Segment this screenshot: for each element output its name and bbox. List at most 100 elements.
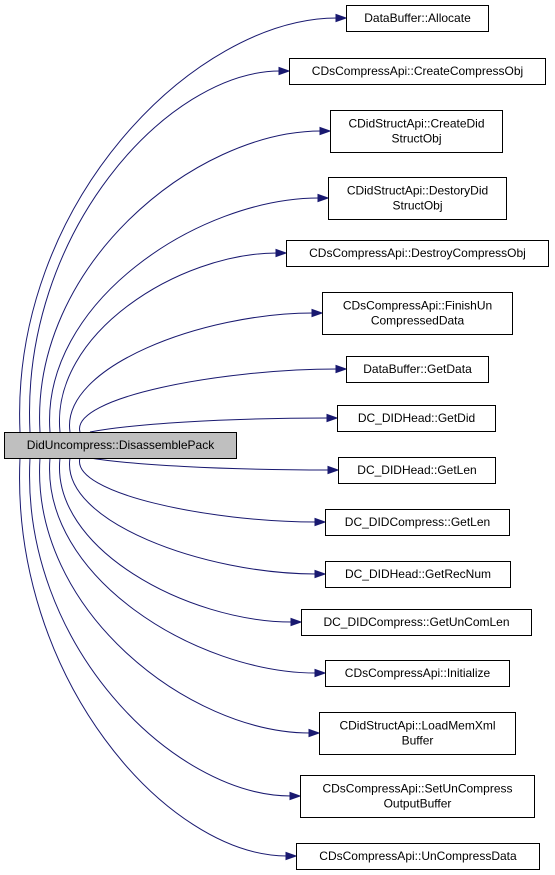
node-cdscompressapi-uncompressdata[interactable]: CDsCompressApi::UnCompressData <box>296 843 540 870</box>
edge-line <box>79 368 338 433</box>
edge-to-cdscompressapi-uncompressdata <box>19 457 298 861</box>
node-label: CDidStructApi::CreateDid <box>348 117 484 131</box>
node-label: CDsCompressApi::CreateCompressObj <box>312 64 523 78</box>
edge-line <box>89 457 330 471</box>
edge-line <box>69 457 317 575</box>
node-box <box>337 405 496 432</box>
node-label: CDsCompressApi::DestroyCompressObj <box>309 246 526 260</box>
node-label: CDsCompressApi::UnCompressData <box>319 849 517 863</box>
node-box <box>346 356 489 383</box>
edge-to-cdscompressapi-setuncompressoutputbuffer <box>29 457 302 801</box>
edge-to-databuffer-allocate <box>19 13 348 433</box>
node-label: CDsCompressApi::SetUnCompress <box>322 782 512 796</box>
node-box <box>300 775 535 818</box>
node-dc-didhead-getrecnum[interactable]: DC_DIDHead::GetRecNum <box>325 561 511 588</box>
edge-to-cdscompressapi-initialize <box>49 457 327 678</box>
arrowhead-icon <box>335 364 348 374</box>
edge-to-cdscompressapi-destroycompressobj <box>59 248 288 433</box>
node-label: OutputBuffer <box>384 797 452 811</box>
edge-to-cdscompressapi-finishuncompresseddata <box>69 308 324 433</box>
arrowhead-icon <box>314 569 327 579</box>
arrowhead-icon <box>314 517 327 527</box>
edge-line <box>89 417 329 433</box>
node-label: DC_DIDCompress::GetUnComLen <box>323 615 509 629</box>
node-label: DC_DIDCompress::GetLen <box>345 515 490 529</box>
node-box <box>319 712 516 755</box>
edge-to-dc-didhead-getrecnum <box>69 457 327 579</box>
edge-to-cdidstructapi-destorydidstructobj <box>49 193 330 433</box>
edge-to-dc-didcompress-getlen <box>79 457 327 527</box>
node-dc-didcompress-getlen[interactable]: DC_DIDCompress::GetLen <box>325 509 510 536</box>
node-dc-didhead-getlen[interactable]: DC_DIDHead::GetLen <box>338 457 496 484</box>
arrowhead-icon <box>326 413 339 423</box>
edge-line <box>49 197 320 433</box>
node-databuffer-allocate[interactable]: DataBuffer::Allocate <box>346 5 489 32</box>
node-label: Buffer <box>402 734 434 748</box>
node-box <box>325 509 510 536</box>
edge-line <box>79 457 317 523</box>
arrowhead-icon <box>290 617 303 627</box>
edge-line <box>29 70 281 433</box>
node-box <box>325 561 511 588</box>
node-label: CDsCompressApi::FinishUn <box>343 299 492 313</box>
node-label: StructObj <box>392 199 442 213</box>
node-box <box>338 457 496 484</box>
edge-line <box>59 252 278 433</box>
arrowhead-icon <box>327 465 340 475</box>
node-box <box>330 110 503 153</box>
node-box <box>322 292 513 335</box>
edge-line <box>29 457 292 797</box>
edge-to-dc-didhead-getlen <box>89 457 340 475</box>
arrowhead-icon <box>289 791 302 801</box>
node-cdscompressapi-setuncompressoutputbuffer[interactable]: CDsCompressApi::SetUnCompressOutputBuffe… <box>300 775 535 818</box>
edge-to-dc-didcompress-getuncomlen <box>59 457 303 627</box>
node-cdscompressapi-destroycompressobj[interactable]: CDsCompressApi::DestroyCompressObj <box>286 240 549 267</box>
edge-line <box>39 457 311 734</box>
node-box <box>286 240 549 267</box>
arrowhead-icon <box>311 308 324 318</box>
node-label: DataBuffer::GetData <box>363 362 472 376</box>
edge-line <box>59 457 293 623</box>
edge-line <box>49 457 317 674</box>
node-label: DC_DIDHead::GetDid <box>358 411 475 425</box>
arrowhead-icon <box>285 851 298 861</box>
arrowhead-icon <box>317 193 330 203</box>
node-label: CDidStructApi::DestoryDid <box>347 184 488 198</box>
node-label: DC_DIDHead::GetRecNum <box>345 567 491 581</box>
node-dc-didhead-getdid[interactable]: DC_DIDHead::GetDid <box>337 405 496 432</box>
node-dc-didcompress-getuncomlen[interactable]: DC_DIDCompress::GetUnComLen <box>301 609 532 636</box>
node-cdscompressapi-initialize[interactable]: CDsCompressApi::Initialize <box>325 660 510 687</box>
node-box <box>346 5 489 32</box>
node-databuffer-getdata[interactable]: DataBuffer::GetData <box>346 356 489 383</box>
edge-line <box>69 312 314 433</box>
node-label: DidUncompress::DisassemblePack <box>27 438 215 452</box>
edge-to-cdscompressapi-createcompressobj <box>29 66 291 433</box>
arrowhead-icon <box>314 668 327 678</box>
edge-line <box>19 457 288 857</box>
nodes-layer: DidUncompress::DisassemblePack DataBuffer… <box>4 5 549 870</box>
edges-layer <box>19 13 348 861</box>
node-box <box>4 432 237 459</box>
node-box <box>289 58 546 85</box>
edge-to-cdidstructapi-createdidstructobj <box>39 126 332 433</box>
edge-to-databuffer-getdata <box>79 364 348 433</box>
node-cdscompressapi-createcompressobj[interactable]: CDsCompressApi::CreateCompressObj <box>289 58 546 85</box>
arrowhead-icon <box>275 248 288 258</box>
root-node-disassemble-pack[interactable]: DidUncompress::DisassemblePack <box>4 432 237 459</box>
edge-to-dc-didhead-getdid <box>89 413 339 433</box>
node-label: CompressedData <box>371 314 465 328</box>
node-box <box>328 177 507 220</box>
edge-line <box>19 17 338 433</box>
node-box <box>296 843 540 870</box>
arrowhead-icon <box>278 66 291 76</box>
node-label: DC_DIDHead::GetLen <box>357 463 476 477</box>
node-label: StructObj <box>391 132 441 146</box>
edge-line <box>39 130 322 433</box>
arrowhead-icon <box>335 13 348 23</box>
arrowhead-icon <box>319 126 332 136</box>
